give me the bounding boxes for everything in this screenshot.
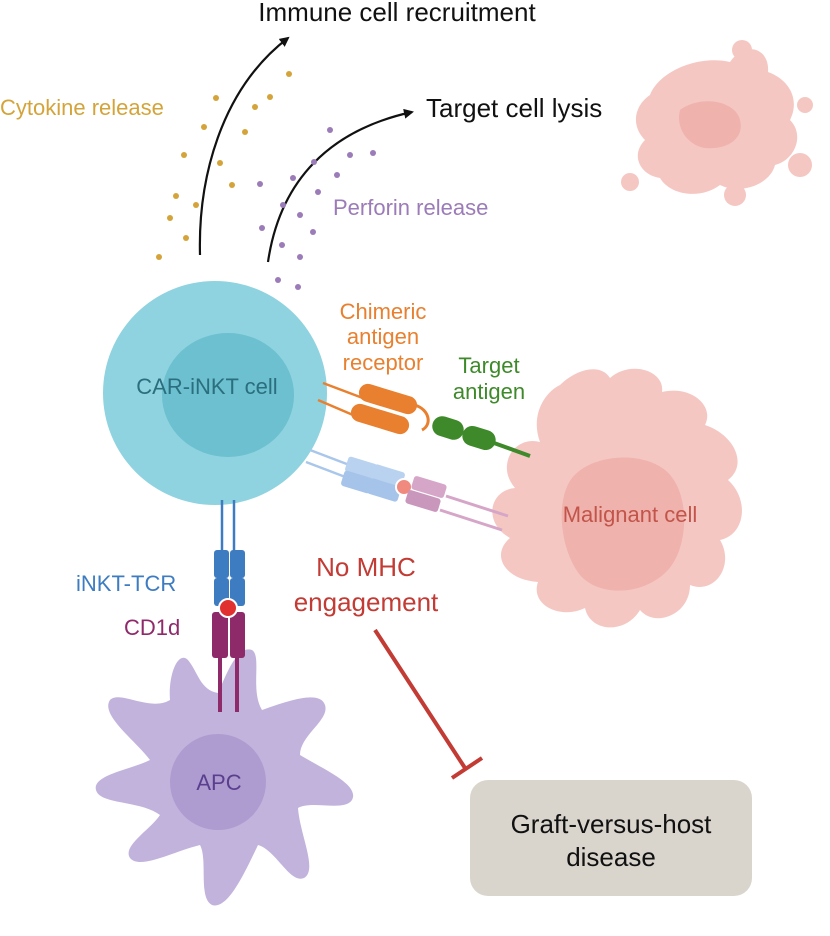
chimeric-antigen-receptor <box>317 381 430 435</box>
cd1d-label: CD1d <box>124 615 180 640</box>
inhibition-symbol <box>373 628 484 780</box>
malignant-cell-label: Malignant cell <box>563 502 698 527</box>
gvhd-label-line1: Graft-versus-host <box>511 809 713 839</box>
apc-label: APC <box>196 770 241 795</box>
no-mhc-label-line1: No MHC <box>316 552 416 582</box>
malignant-cell <box>492 368 742 628</box>
perforin-release-label: Perforin release <box>333 195 488 220</box>
apc-cell <box>95 649 354 906</box>
car-inkt-cell-label: CAR-iNKT cell <box>136 374 277 399</box>
target-antigen-label-line1: Target <box>458 353 519 378</box>
tcr-mhc-pair-malignant <box>305 448 509 532</box>
car-label-line1: Chimeric <box>340 299 427 324</box>
inkt-tcr-cd1d-complex <box>212 500 245 712</box>
car-inkt-cell <box>103 281 327 505</box>
cytokine-dots <box>156 71 292 291</box>
cytokine-release-label: Cytokine release <box>0 95 164 120</box>
gvhd-box <box>470 780 752 896</box>
perforin-dots <box>257 127 376 316</box>
car-label-line3: receptor <box>343 350 424 375</box>
target-lysis-arrow <box>266 108 414 263</box>
target-antigen <box>432 416 531 458</box>
gvhd-label-line2: disease <box>566 842 656 872</box>
car-label-line2: antigen <box>347 324 419 349</box>
target-antigen-label-line2: antigen <box>453 379 525 404</box>
immune-recruitment-label: Immune cell recruitment <box>258 0 536 27</box>
lysed-cell-fragments <box>621 40 813 206</box>
no-mhc-label-line2: engagement <box>294 587 439 617</box>
target-lysis-label: Target cell lysis <box>426 93 602 123</box>
immune-recruitment-arrow <box>198 36 290 256</box>
inkt-tcr-label: iNKT-TCR <box>76 571 176 596</box>
